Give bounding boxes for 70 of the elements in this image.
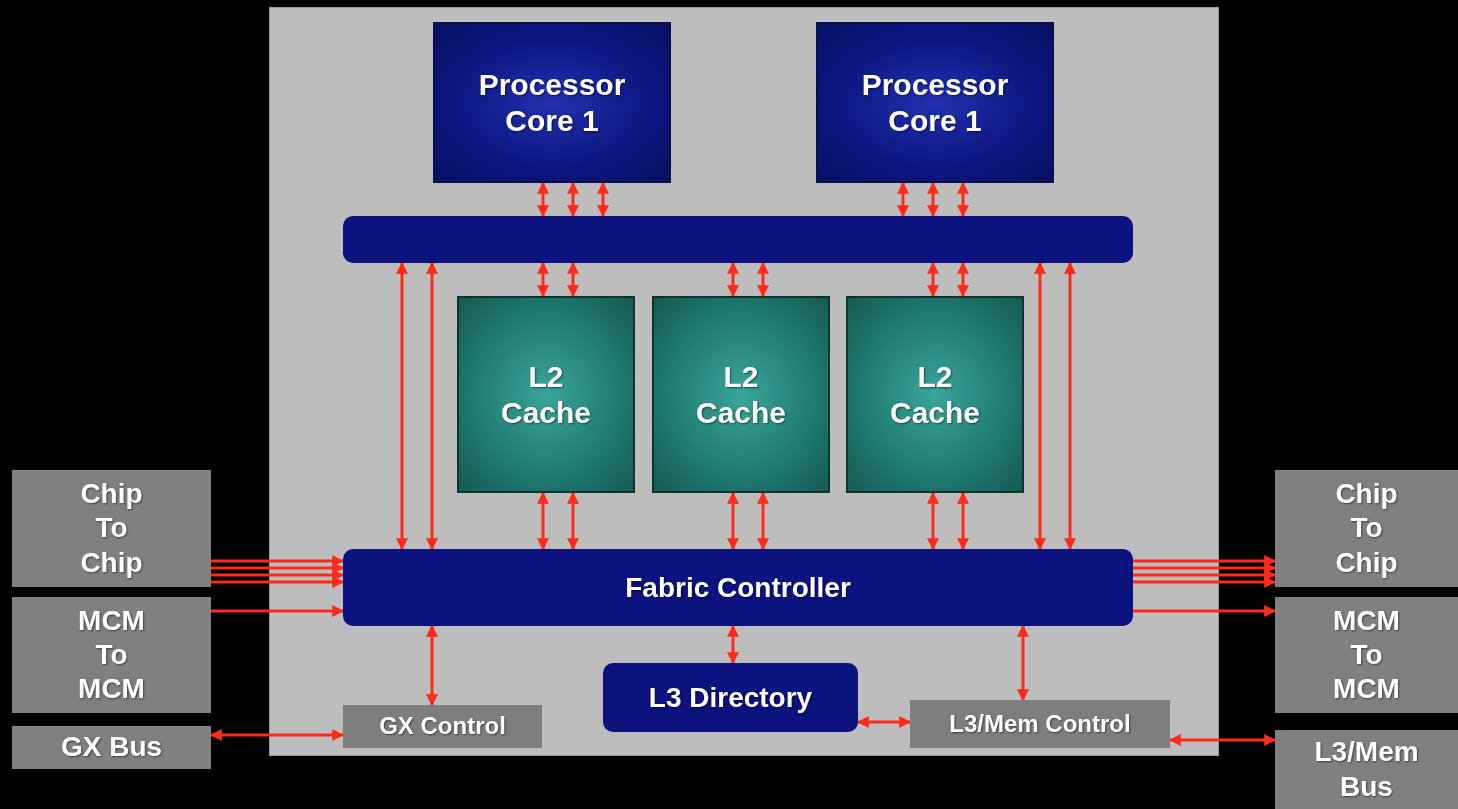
arrow	[927, 181, 939, 218]
box-label: Chip To Chip	[1334, 477, 1399, 580]
interface-box	[12, 726, 211, 769]
box-label: Processor Core 1	[860, 66, 1010, 139]
arrow	[396, 261, 408, 551]
bus-bar	[343, 216, 1133, 263]
box-label: L2 Cache	[889, 358, 982, 431]
arrow	[209, 729, 345, 741]
processor-core-box	[816, 22, 1054, 183]
box-label: L3 Directory	[647, 680, 814, 715]
interface-box	[12, 597, 211, 713]
arrow	[211, 562, 345, 574]
box-label: GX Control	[378, 712, 507, 741]
arrow	[856, 716, 912, 728]
arrow	[567, 181, 579, 218]
arrow	[957, 181, 969, 218]
arrow	[727, 261, 739, 298]
arrow	[1064, 261, 1076, 551]
arrow	[727, 491, 739, 551]
arrow	[567, 491, 579, 551]
arrow	[1133, 569, 1277, 581]
arrow	[727, 624, 739, 665]
cache-box	[457, 296, 635, 493]
box-label: Processor Core 1	[477, 66, 627, 139]
arrow	[957, 261, 969, 298]
box-label: Chip To Chip	[79, 477, 144, 580]
control-box	[343, 705, 542, 748]
arrow	[1133, 562, 1277, 574]
arrow	[927, 491, 939, 551]
bus-box	[603, 663, 858, 732]
chip-die	[270, 8, 1218, 755]
arrow	[211, 576, 345, 588]
arrow	[537, 261, 549, 298]
interface-box	[12, 470, 211, 587]
interface-box	[1275, 597, 1458, 713]
arrow	[757, 261, 769, 298]
arrow	[957, 491, 969, 551]
box-label: GX Bus	[59, 730, 164, 765]
control-box	[910, 700, 1170, 748]
bus-box	[343, 549, 1133, 626]
arrow	[567, 261, 579, 298]
arrow	[1133, 576, 1277, 588]
arrow	[426, 624, 438, 707]
arrow	[1168, 734, 1277, 746]
cache-box	[846, 296, 1024, 493]
box-label: Fabric Controller	[624, 570, 852, 605]
arrow	[1133, 555, 1277, 567]
interface-box	[1275, 470, 1458, 587]
box-label: MCM To MCM	[77, 603, 146, 707]
cache-box	[652, 296, 830, 493]
arrow	[1017, 624, 1029, 702]
box-label: L2 Cache	[695, 358, 788, 431]
interface-box	[1275, 730, 1458, 809]
arrow	[1034, 261, 1046, 551]
arrow	[211, 555, 345, 567]
arrow	[211, 569, 345, 581]
box-label: MCM To MCM	[1332, 603, 1401, 707]
arrow	[897, 181, 909, 218]
arrow	[927, 261, 939, 298]
arrow	[537, 181, 549, 218]
box-label: L2 Cache	[500, 358, 593, 431]
arrow	[1133, 605, 1277, 617]
arrow	[537, 491, 549, 551]
arrow	[757, 491, 769, 551]
box-label: L3/Mem Control	[948, 709, 1132, 739]
arrow	[211, 605, 345, 617]
arrow	[426, 261, 438, 551]
processor-core-box	[433, 22, 671, 183]
box-label: L3/Mem Bus	[1313, 735, 1420, 804]
arrow	[597, 181, 609, 218]
